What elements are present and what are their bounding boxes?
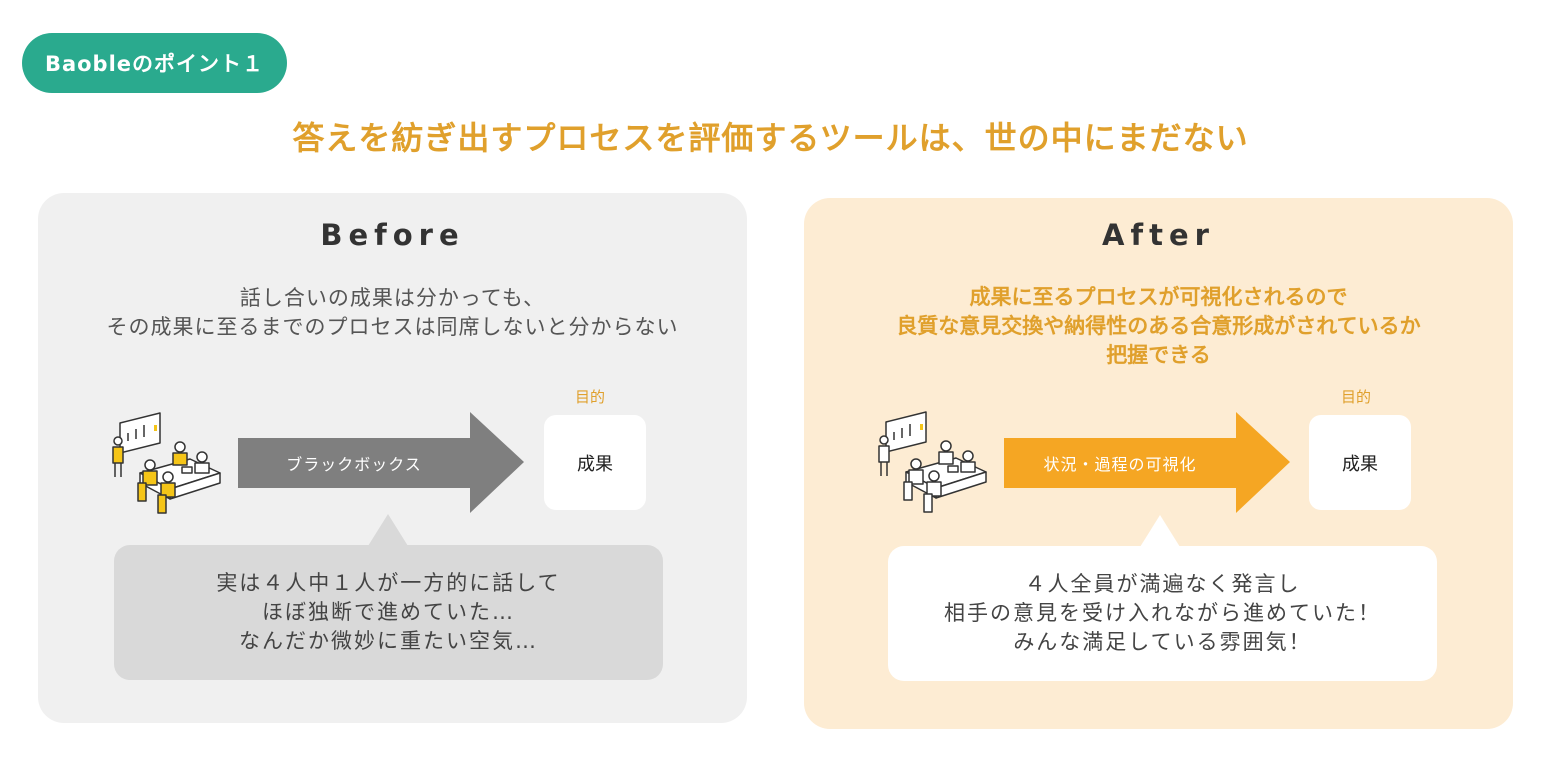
after-goal-box: 成果 bbox=[1309, 415, 1411, 510]
meeting-illustration-icon bbox=[878, 411, 987, 513]
blackbox-arrow bbox=[238, 412, 524, 513]
after-bubble-line: ４人全員が満遍なく発言し bbox=[1024, 572, 1301, 596]
before-speech-bubble: 実は４人中１人が一方的に話して ほぼ独断で進めていた… なんだか微妙に重たい空気… bbox=[114, 545, 663, 680]
visualization-arrow bbox=[1004, 412, 1290, 513]
before-arrow-label: ブラックボックス bbox=[286, 455, 422, 474]
point-badge: Baobleのポイント１ bbox=[22, 33, 287, 93]
after-bubble-tail bbox=[1140, 515, 1180, 547]
before-title: Before bbox=[320, 218, 465, 252]
after-goal-label: 目的 bbox=[1340, 388, 1371, 406]
before-description-line: 話し合いの成果は分かっても、 bbox=[239, 286, 546, 310]
headline: 答えを紡ぎ出すプロセスを評価するツールは、世の中にまだない bbox=[292, 119, 1249, 157]
after-title: After bbox=[1102, 218, 1215, 252]
after-arrow-label: 状況・過程の可視化 bbox=[1043, 455, 1197, 474]
after-description-line: 把握できる bbox=[1106, 343, 1211, 367]
before-description-line: その成果に至るまでのプロセスは同席しないと分からない bbox=[106, 315, 679, 339]
after-description: 成果に至るプロセスが可視化されるので 良質な意見交換や納得性のある合意形成がされ… bbox=[804, 283, 1513, 370]
before-description: 話し合いの成果は分かっても、 その成果に至るまでのプロセスは同席しないと分からな… bbox=[38, 284, 747, 342]
before-bubble-line: なんだか微妙に重たい空気… bbox=[239, 629, 538, 653]
after-bubble-line: 相手の意見を受け入れながら進めていた！ bbox=[944, 601, 1381, 625]
after-panel: After 成果に至るプロセスが可視化されるので 良質な意見交換や納得性のある合… bbox=[804, 198, 1513, 729]
after-speech-bubble: ４人全員が満遍なく発言し 相手の意見を受け入れながら進めていた！ みんな満足して… bbox=[888, 546, 1437, 681]
meeting-illustration-icon bbox=[112, 412, 221, 514]
after-goal-value: 成果 bbox=[1342, 453, 1378, 475]
before-goal-box: 成果 bbox=[544, 415, 646, 510]
before-bubble-line: 実は４人中１人が一方的に話して bbox=[216, 571, 561, 595]
before-goal-value: 成果 bbox=[577, 453, 613, 475]
before-goal-label: 目的 bbox=[574, 388, 605, 406]
before-panel: Before 話し合いの成果は分かっても、 その成果に至るまでのプロセスは同席し… bbox=[38, 193, 747, 723]
after-description-line: 良質な意見交換や納得性のある合意形成がされているか bbox=[896, 314, 1421, 338]
before-bubble-line: ほぼ独断で進めていた… bbox=[262, 600, 515, 624]
after-bubble-line: みんな満足している雰囲気！ bbox=[1013, 630, 1312, 654]
after-description-line: 成果に至るプロセスが可視化されるので bbox=[969, 285, 1348, 309]
before-bubble-tail bbox=[368, 514, 408, 546]
